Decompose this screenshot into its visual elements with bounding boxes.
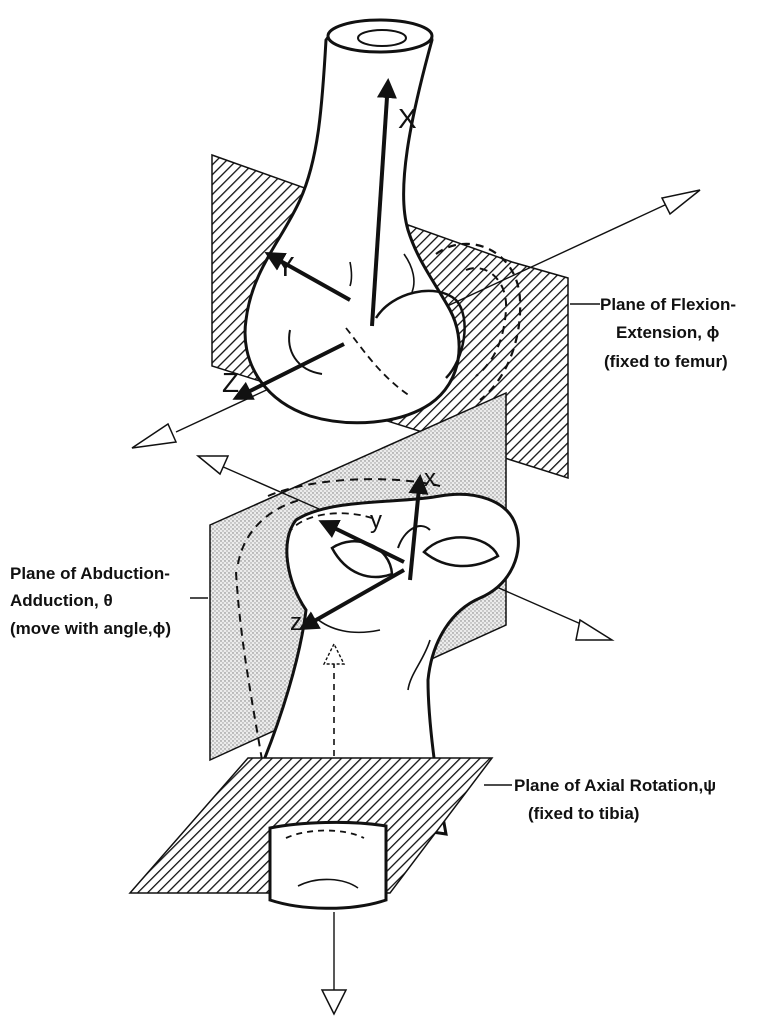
axial-plane-label-line2: (fixed to tibia)	[528, 804, 639, 823]
femur-x-label: X	[398, 103, 417, 134]
femur-z-label: Z	[222, 367, 239, 398]
abduction-plane-label-line3: (move with angle,ϕ)	[10, 619, 171, 638]
flexion-plane-label-line2: Extension, ϕ	[616, 323, 720, 342]
tibia-y-label: y	[370, 507, 382, 534]
axial-plane-label-line1: Plane of Axial Rotation,ψ	[514, 776, 716, 795]
flexion-plane-label-line3: (fixed to femur)	[604, 352, 728, 371]
tibia-x-label: x	[424, 465, 436, 492]
tibia-z-label: z	[290, 609, 302, 636]
abduction-plane-label-line2: Adduction, θ	[10, 591, 113, 610]
tibia-shaft-section	[270, 822, 386, 908]
axial-rotation-axis	[322, 912, 346, 1014]
flexion-plane-label-line1: Plane of Flexion-	[600, 295, 736, 314]
femur-y-label: Y	[276, 251, 295, 282]
abduction-plane-label-line1: Plane of Abduction-	[10, 564, 170, 583]
